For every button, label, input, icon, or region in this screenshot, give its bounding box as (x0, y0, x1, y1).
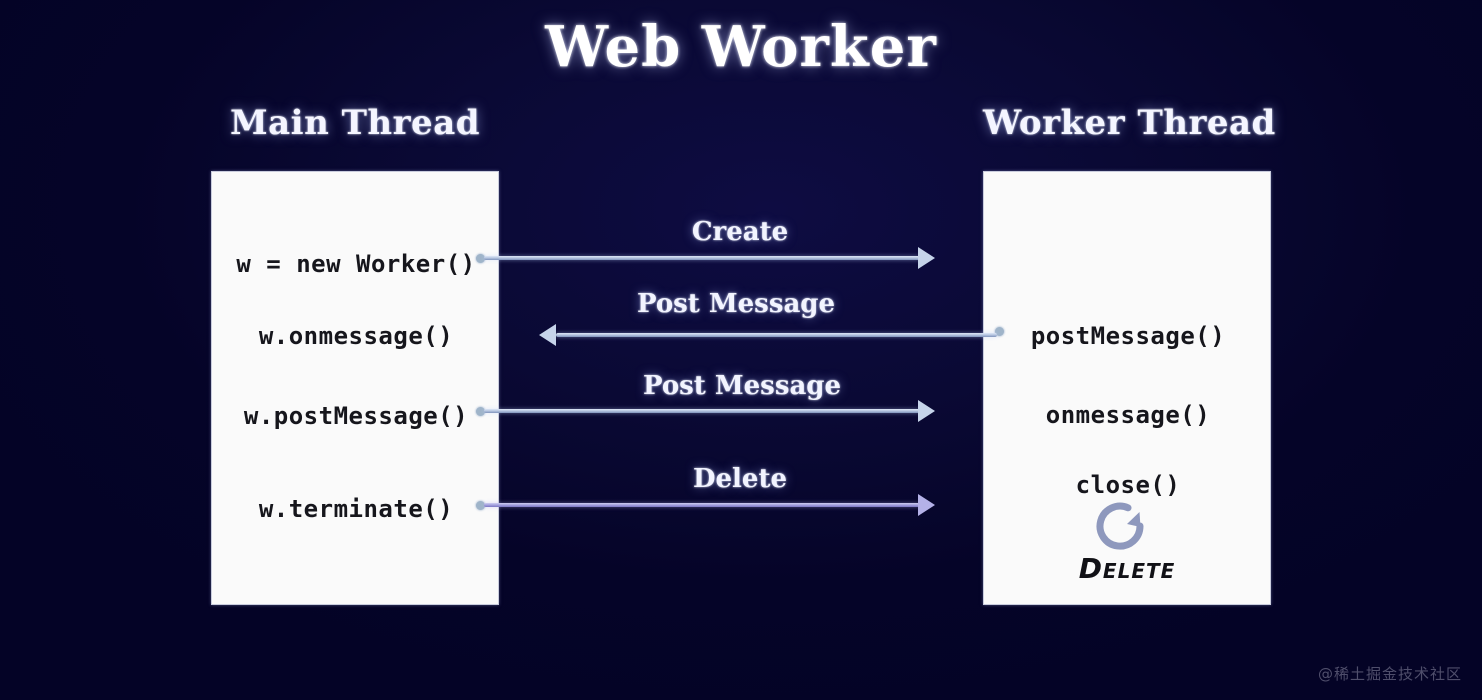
arrow-label-create: Create (691, 217, 789, 247)
code-line-worker-close: close() (1075, 471, 1181, 499)
code-line-main-postmessage: w.postMessage() (243, 402, 469, 430)
code-line-main-terminate: w.terminate() (258, 495, 454, 523)
code-line-main-onmessage: w.onmessage() (258, 322, 454, 350)
arrow-head-delete (918, 494, 935, 516)
code-line-worker-postmessage: postMessage() (1030, 322, 1226, 350)
delete-glyph-label: Delete (1078, 552, 1176, 585)
connector-dot-create (476, 254, 485, 263)
arrow-line-create (484, 256, 920, 260)
code-line-new-worker: w = new Worker() (236, 250, 476, 278)
arrow-line-delete (484, 503, 920, 507)
code-line-worker-onmessage: onmessage() (1045, 401, 1211, 429)
worker-thread-panel: postMessage() onmessage() close() (983, 171, 1271, 605)
main-thread-panel: w = new Worker() w.onmessage() w.postMes… (211, 171, 499, 605)
page-title: Web Worker (545, 14, 937, 80)
column-header-worker-thread: Worker Thread (983, 103, 1276, 143)
arrow-label-post-message-to-worker: Post Message (642, 371, 842, 401)
connector-dot-post-message-main (476, 407, 485, 416)
arrow-head-post-message-to-main (539, 324, 556, 346)
refresh-circle-icon (1096, 502, 1144, 550)
connector-dot-post-message-worker (995, 327, 1004, 336)
arrow-head-post-message-to-worker (918, 400, 935, 422)
arrow-head-create (918, 247, 935, 269)
arrow-label-post-message-to-main: Post Message (636, 289, 836, 319)
arrow-line-post-message-to-main (556, 333, 997, 337)
arrow-label-delete: Delete (692, 464, 788, 494)
arrow-line-post-message-to-worker (484, 409, 920, 413)
connector-dot-terminate (476, 501, 485, 510)
column-header-main-thread: Main Thread (229, 103, 480, 143)
watermark: @稀土掘金技术社区 (1317, 665, 1462, 683)
